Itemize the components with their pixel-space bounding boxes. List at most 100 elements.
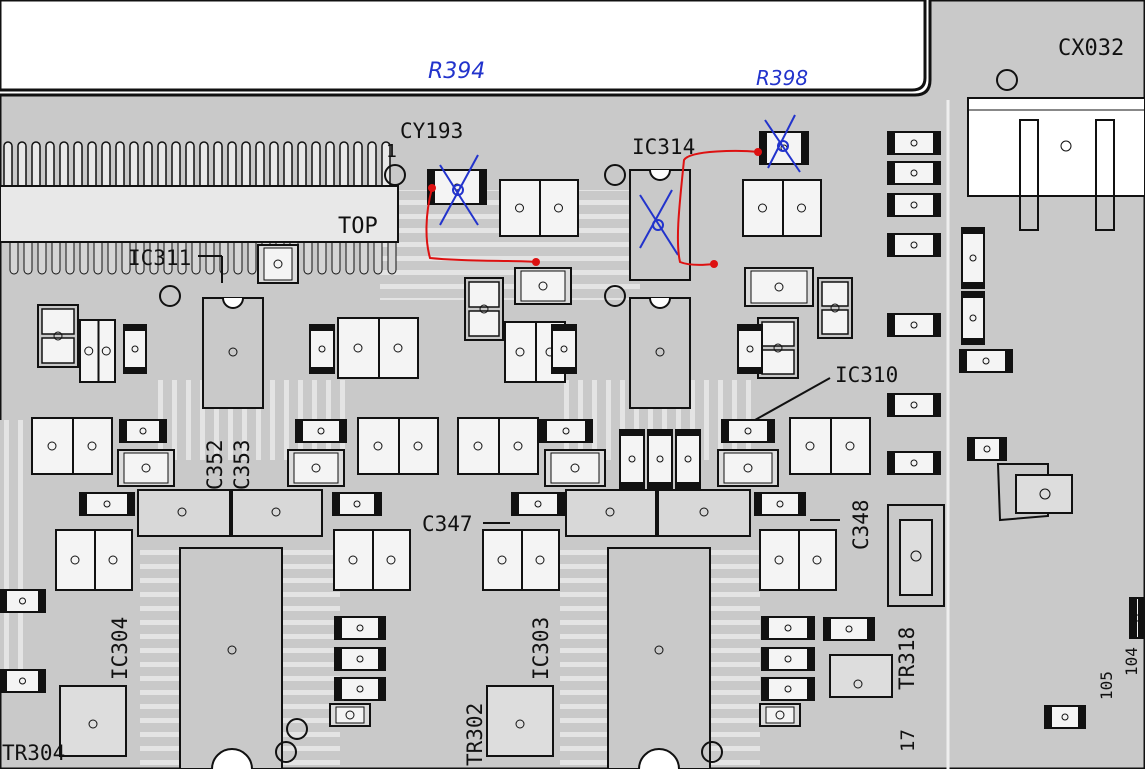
resistor-icon xyxy=(761,616,815,640)
red-jumper-wire xyxy=(425,149,759,266)
capacitor-icon xyxy=(744,267,814,307)
via-circles xyxy=(159,164,723,763)
capacitor-icon xyxy=(464,277,504,341)
capacitor-icon xyxy=(759,703,801,727)
resistor-icon xyxy=(967,437,1007,461)
resistor-icon xyxy=(887,161,941,185)
transistor-icon xyxy=(59,685,127,757)
resistor-icon xyxy=(737,324,763,374)
resistor-icon xyxy=(334,647,386,671)
ref-105: 105 xyxy=(1097,671,1116,700)
resistor-icon xyxy=(647,429,673,489)
pin-one-marker: 1 xyxy=(386,141,397,162)
resistor-icon xyxy=(551,324,577,374)
capacitor-icon xyxy=(499,179,579,237)
capacitor-icon xyxy=(514,267,572,305)
resistor-icon xyxy=(887,313,941,337)
ref-c352: C352 xyxy=(203,439,227,490)
resistor-icon xyxy=(887,393,941,417)
resistor-icon xyxy=(887,451,941,475)
resistor-icon xyxy=(427,169,487,205)
chip-icon xyxy=(202,297,264,409)
capacitor-icon xyxy=(31,417,113,475)
capacitor-icon xyxy=(333,529,411,591)
ref-ic303: IC303 xyxy=(529,617,553,680)
ref-ic310: IC310 xyxy=(835,363,898,387)
ref-c347: C347 xyxy=(422,512,473,536)
cross-out-mark-icon xyxy=(764,114,801,173)
red-solder-point xyxy=(428,148,762,268)
capacitor-icon xyxy=(329,703,371,727)
ref-104: 104 xyxy=(1122,647,1141,676)
resistor-icon xyxy=(961,227,985,289)
resistor-icon xyxy=(961,291,985,345)
connector-body xyxy=(0,185,399,243)
capacitor-icon xyxy=(79,319,116,383)
resistor-icon xyxy=(334,616,386,640)
resistor-icon xyxy=(887,131,941,155)
chip-icon xyxy=(179,547,283,769)
resistor-icon xyxy=(1129,597,1145,639)
capacitor-icon xyxy=(37,304,79,368)
ref-ic314: IC314 xyxy=(632,135,695,159)
capacitor-icon xyxy=(817,277,853,339)
resistor-icon xyxy=(123,324,147,374)
capacitor-icon xyxy=(287,449,345,487)
connector-cx032 xyxy=(967,69,1145,231)
ref-ic311: IC311 xyxy=(128,246,191,270)
resistor-icon xyxy=(334,677,386,701)
resistor-icon xyxy=(619,429,645,489)
capacitor-icon xyxy=(717,449,779,487)
handwritten-label-r394: R394 xyxy=(428,59,485,84)
cross-out-mark-icon xyxy=(639,189,679,256)
capacitor-icon xyxy=(757,317,799,379)
ref-c353: C353 xyxy=(230,439,254,490)
ref-ic304: IC304 xyxy=(108,617,132,680)
capacitor-icon xyxy=(759,529,837,591)
resistor-icon xyxy=(675,429,701,489)
ref-tr302: TR302 xyxy=(463,703,487,766)
ref-tr304: TR304 xyxy=(2,741,65,765)
resistor-icon xyxy=(887,233,941,257)
resistor-icon xyxy=(1044,705,1086,729)
resistor-icon xyxy=(295,419,347,443)
capacitor-icon xyxy=(117,449,175,487)
capacitor-icon xyxy=(337,317,419,379)
resistor-icon xyxy=(754,492,806,516)
resistor-icon xyxy=(887,193,941,217)
capacitor-icon xyxy=(55,529,133,591)
capacitor-icon xyxy=(742,179,822,237)
capacitor-icon xyxy=(357,417,439,475)
resistor-icon xyxy=(721,419,775,443)
capacitor-icon xyxy=(137,489,323,537)
transistor-icon xyxy=(486,685,554,757)
ref-17: 17 xyxy=(897,729,919,752)
leader-lines xyxy=(198,255,840,524)
resistor-icon xyxy=(823,617,875,641)
keep-out-region xyxy=(0,0,927,92)
transistor-icon xyxy=(829,654,893,698)
capacitor-icon xyxy=(544,449,606,487)
board-id-label: CX032 xyxy=(1058,36,1124,61)
resistor-icon xyxy=(761,647,815,671)
resistor-icon xyxy=(332,492,382,516)
ref-cy193: CY193 xyxy=(400,119,463,143)
trace-field xyxy=(0,420,25,680)
capacitor-icon xyxy=(457,417,539,475)
resistor-icon xyxy=(119,419,167,443)
transistor-icon xyxy=(887,504,945,607)
cross-out-mark-icon xyxy=(439,154,479,226)
capacitor-icon xyxy=(789,417,871,475)
ref-c348: C348 xyxy=(849,499,873,550)
resistor-icon xyxy=(511,492,565,516)
capacitor-icon xyxy=(257,244,299,284)
resistor-icon xyxy=(0,669,46,693)
resistor-icon xyxy=(0,589,46,613)
handwritten-label-r398: R398 xyxy=(756,66,808,90)
transistor-icon xyxy=(996,463,1073,522)
ref-tr318: TR318 xyxy=(895,627,919,690)
resistor-icon xyxy=(959,349,1013,373)
resistor-icon xyxy=(761,677,815,701)
chip-icon xyxy=(607,547,711,769)
